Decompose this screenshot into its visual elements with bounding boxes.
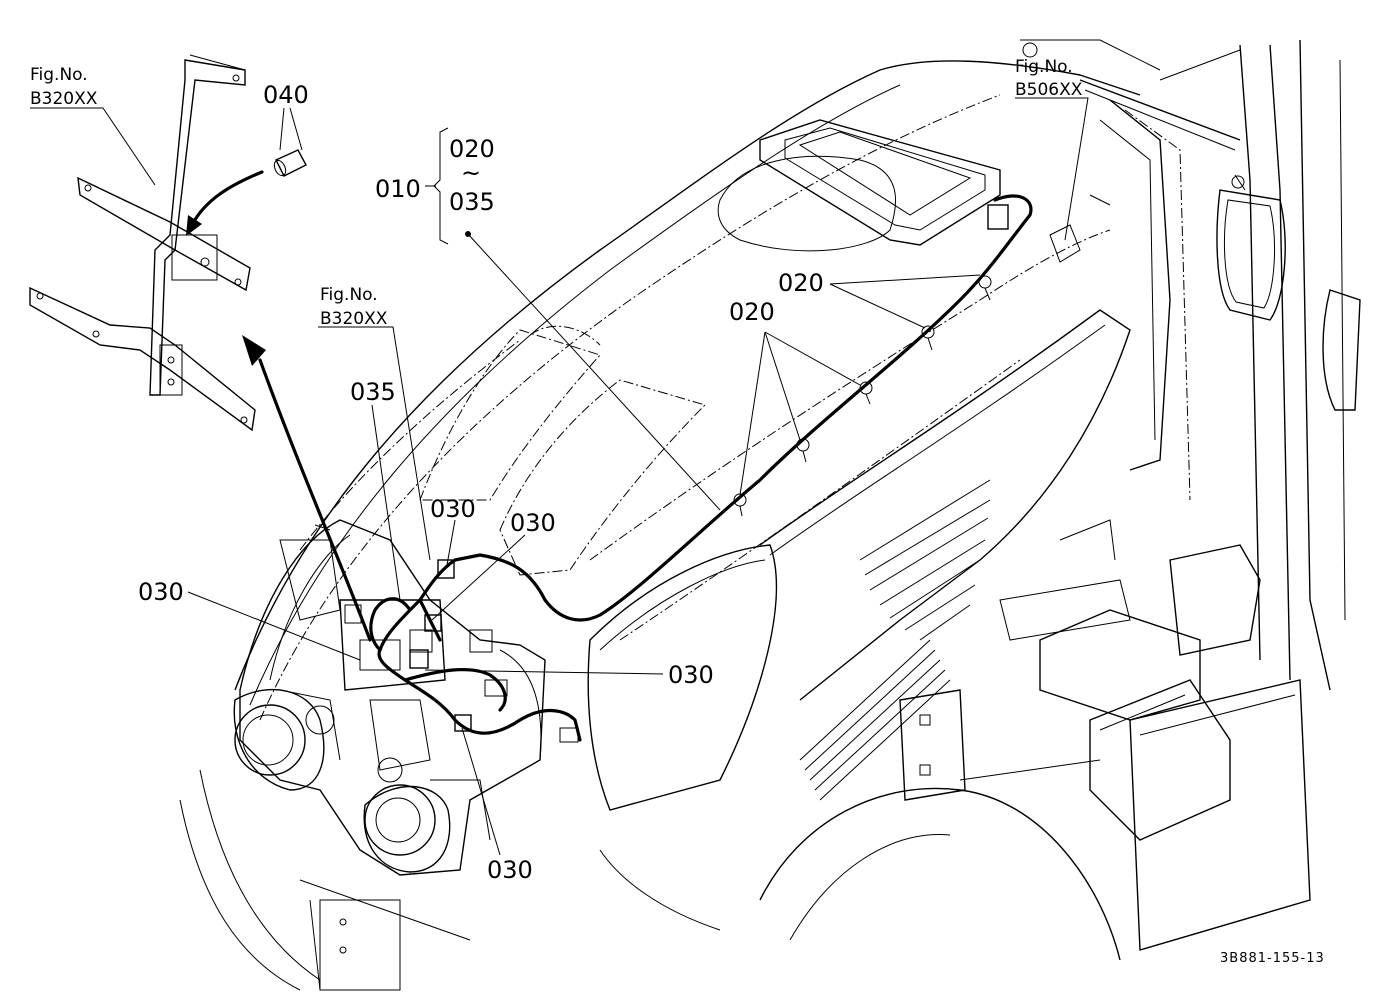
fig-ref-number: B320XX: [30, 89, 98, 109]
callout-010: 010: [375, 175, 421, 203]
tractor-body-outline: [179, 39, 1361, 991]
callout-030-top-right: 030: [510, 509, 556, 537]
callout-035: 035: [350, 378, 396, 406]
callout-020-upper: 020: [778, 269, 824, 297]
callout-040: 040: [263, 81, 309, 109]
wiring-harness: [369, 194, 1111, 742]
part-040-clip: [273, 149, 307, 177]
fig-ref-number: B320XX: [320, 309, 388, 329]
fig-ref-label: Fig.No.: [1015, 57, 1073, 77]
callout-range-end: 035: [449, 188, 495, 216]
figure-reference-middle: Fig.No. B320XX: [320, 285, 388, 329]
front-headlights: [233, 519, 579, 876]
fig-ref-number: B506XX: [1015, 80, 1083, 100]
callout-030-right: 030: [668, 661, 714, 689]
callout-030-left: 030: [138, 578, 184, 606]
fig-ref-label: Fig.No.: [30, 65, 88, 85]
callout-range-tilde: ~: [461, 159, 481, 187]
leader-lines: [30, 97, 1089, 856]
figure-reference-top-right: Fig.No. B506XX: [1015, 57, 1083, 100]
callout-030-bottom: 030: [487, 856, 533, 884]
transfer-arrows: [186, 170, 372, 642]
figure-reference-top-left: Fig.No. B320XX: [30, 65, 98, 109]
drawing-code: 3B881-155-13: [1220, 951, 1325, 966]
harness-clips-020: [733, 275, 992, 517]
mounting-bracket: [29, 54, 256, 432]
callout-range-start: 020: [449, 135, 495, 163]
callout-030-top: 030: [430, 495, 476, 523]
side-grille-mesh: [799, 479, 991, 801]
callout-020-lower: 020: [729, 298, 775, 326]
fig-ref-label: Fig.No.: [320, 285, 378, 305]
